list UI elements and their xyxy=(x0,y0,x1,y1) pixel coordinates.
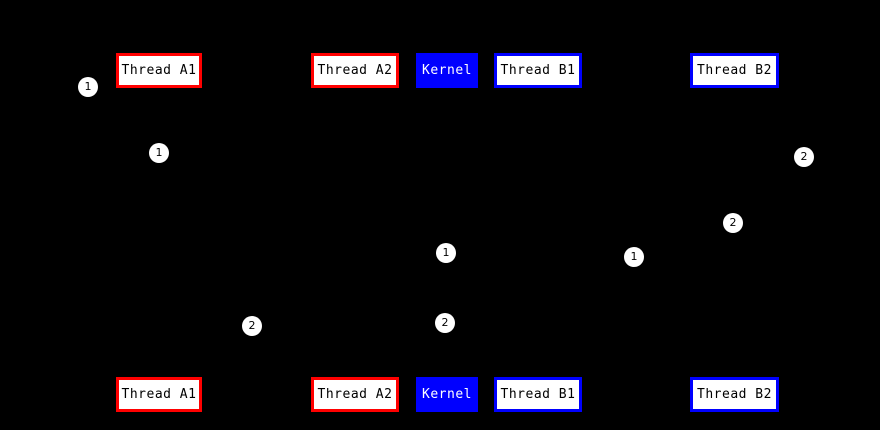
participant-thread-b2-footer[interactable]: Thread B2 xyxy=(690,377,779,412)
participant-label: Thread B2 xyxy=(697,387,772,402)
participant-thread-a1-footer[interactable]: Thread A1 xyxy=(116,377,202,412)
sequence-badge: 2 xyxy=(794,147,814,167)
participant-thread-b2-header[interactable]: Thread B2 xyxy=(690,53,779,88)
message-arrow-1-kernel-b1 xyxy=(447,257,538,258)
participant-kernel-header[interactable]: Kernel xyxy=(416,53,478,88)
participant-label: Thread A1 xyxy=(121,387,197,402)
participant-thread-a2-header[interactable]: Thread A2 xyxy=(311,53,399,88)
participant-label: Thread A2 xyxy=(317,387,393,402)
sequence-badge: 1 xyxy=(78,77,98,97)
participant-label: Thread B1 xyxy=(500,63,576,78)
lifeline-kernel xyxy=(447,88,448,377)
sequence-badge: 2 xyxy=(435,313,455,333)
lifeline-thread-b1 xyxy=(538,88,539,377)
message-arrow-2-kernel-a1 xyxy=(159,326,447,327)
lifeline-thread-a2 xyxy=(355,88,356,377)
sequence-badge: 1 xyxy=(149,143,169,163)
message-arrow-1-a1-kernel xyxy=(159,253,447,254)
participant-label: Kernel xyxy=(422,63,472,78)
message-arrow-1-a1-self xyxy=(159,153,199,154)
sequence-badge: 1 xyxy=(624,247,644,267)
sequence-badge: 2 xyxy=(723,213,743,233)
participant-thread-b1-footer[interactable]: Thread B1 xyxy=(494,377,582,412)
sequence-badge: 1 xyxy=(436,243,456,263)
message-arrow-2-b2-kernel xyxy=(447,223,734,224)
message-arrow-2-b2-self xyxy=(694,157,734,158)
participant-thread-b1-header[interactable]: Thread B1 xyxy=(494,53,582,88)
participant-label: Thread A2 xyxy=(317,63,393,78)
participant-label: Thread A1 xyxy=(121,63,197,78)
participant-thread-a1-header[interactable]: Thread A1 xyxy=(116,53,202,88)
participant-kernel-footer[interactable]: Kernel xyxy=(416,377,478,412)
participant-thread-a2-footer[interactable]: Thread A2 xyxy=(311,377,399,412)
sequence-badge: 2 xyxy=(242,316,262,336)
participant-label: Thread B2 xyxy=(697,63,772,78)
lifeline-thread-a1 xyxy=(159,88,160,377)
participant-label: Thread B1 xyxy=(500,387,576,402)
participant-label: Kernel xyxy=(422,387,472,402)
